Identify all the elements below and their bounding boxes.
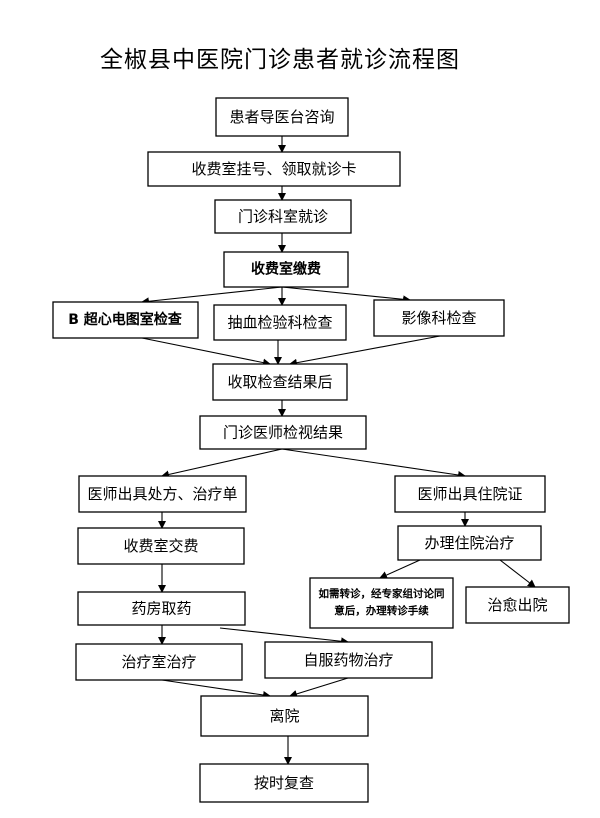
page-title: 全椒县中医院门诊患者就诊流程图 bbox=[100, 47, 460, 73]
node-pay-fee-label: 收费室交费 bbox=[123, 537, 198, 555]
node-hospitalization-label: 办理住院治疗 bbox=[424, 534, 514, 552]
node-transfer-label-line2: 意后，办理转诊手续 bbox=[334, 604, 429, 617]
arrow-treatment-leave bbox=[161, 679, 271, 699]
arrow-imaging-collect bbox=[289, 335, 441, 367]
arrow-payment-bultrasound bbox=[141, 286, 283, 306]
node-prescription-label: 医师出具处方、治疗单 bbox=[87, 485, 237, 503]
arrow-pharmacy-self bbox=[219, 627, 349, 646]
node-imaging-label: 影像科检查 bbox=[401, 309, 476, 327]
node-leave: 离院 bbox=[200, 695, 369, 737]
node-followup: 按时复查 bbox=[199, 763, 369, 803]
node-consult-label: 患者导医台咨询 bbox=[229, 108, 334, 126]
node-admission-cert-label: 医师出具住院证 bbox=[417, 485, 522, 503]
node-bultrasound: B 超心电图室检查 bbox=[52, 301, 199, 339]
node-collect-results: 收取检查结果后 bbox=[212, 363, 348, 401]
node-payment: 收费室缴费 bbox=[223, 251, 349, 288]
node-pay-fee: 收费室交费 bbox=[77, 527, 245, 565]
arrow-hosp-transfer bbox=[379, 559, 421, 579]
node-treatment-room-label: 治疗室治疗 bbox=[121, 653, 196, 671]
arrow-self-leave bbox=[289, 677, 349, 698]
node-self-medication: 自服药物治疗 bbox=[264, 641, 433, 679]
node-clinic: 门诊科室就诊 bbox=[214, 199, 352, 234]
node-blood-test-label: 抽血检验科检查 bbox=[227, 314, 332, 332]
node-register-label: 收费室挂号、领取就诊卡 bbox=[191, 160, 356, 178]
node-treatment-room: 治疗室治疗 bbox=[75, 643, 243, 681]
arrow-hosp-discharge bbox=[499, 559, 536, 588]
node-discharge: 治愈出院 bbox=[465, 586, 570, 624]
arrow-review-prescription bbox=[161, 448, 283, 479]
node-discharge-label: 治愈出院 bbox=[487, 596, 547, 614]
node-register: 收费室挂号、领取就诊卡 bbox=[147, 151, 401, 187]
node-bultrasound-label: B 超心电图室检查 bbox=[68, 311, 183, 328]
node-hospitalization: 办理住院治疗 bbox=[397, 525, 542, 561]
node-transfer-label-line1: 如需转诊，经专家组讨论同 bbox=[319, 587, 445, 600]
node-pharmacy: 药房取药 bbox=[77, 591, 246, 626]
node-leave-label: 离院 bbox=[269, 707, 299, 725]
node-blood-test: 抽血检验科检查 bbox=[213, 304, 347, 341]
node-consult: 患者导医台咨询 bbox=[215, 97, 349, 137]
node-prescription: 医师出具处方、治疗单 bbox=[78, 475, 247, 513]
node-pharmacy-label: 药房取药 bbox=[131, 600, 191, 618]
node-clinic-label: 门诊科室就诊 bbox=[238, 208, 328, 226]
node-followup-label: 按时复查 bbox=[254, 774, 314, 792]
node-doctor-review: 门诊医师检视结果 bbox=[199, 415, 367, 450]
connectors bbox=[141, 136, 536, 765]
arrow-payment-imaging bbox=[281, 286, 411, 304]
node-admission-cert: 医师出具住院证 bbox=[394, 475, 546, 513]
arrow-bultrasound-collect bbox=[141, 337, 271, 367]
node-self-medication-label: 自服药物治疗 bbox=[303, 651, 393, 669]
node-collect-results-label: 收取检查结果后 bbox=[227, 373, 332, 391]
arrow-review-admission bbox=[281, 448, 466, 479]
node-doctor-review-label: 门诊医师检视结果 bbox=[223, 424, 343, 442]
node-imaging: 影像科检查 bbox=[373, 299, 505, 337]
node-transfer: 如需转诊，经专家组讨论同 意后，办理转诊手续 bbox=[309, 577, 454, 629]
node-payment-label: 收费室缴费 bbox=[251, 261, 321, 278]
